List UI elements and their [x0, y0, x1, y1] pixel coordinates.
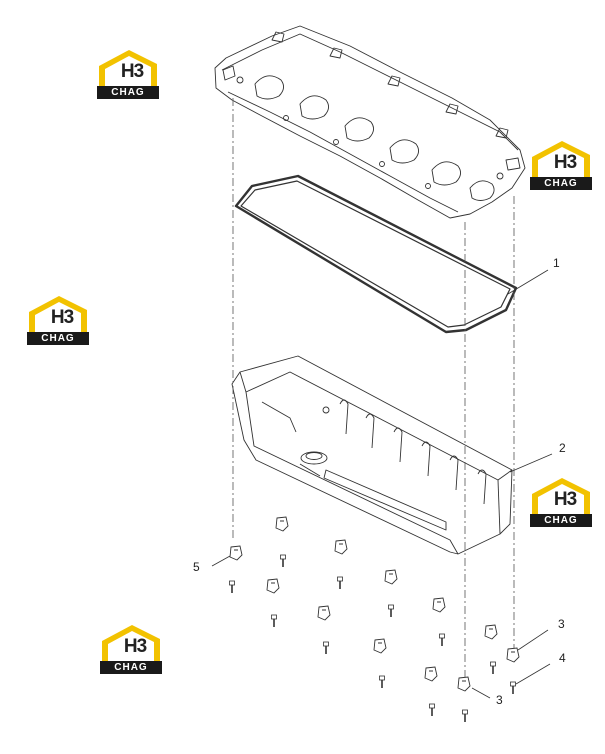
- bolt-head-icon: [229, 580, 235, 586]
- clip-icon: [266, 578, 280, 594]
- cylinder-head: [214, 25, 526, 219]
- logo-mark: H3: [123, 636, 147, 657]
- logo-mark: H3: [553, 489, 577, 510]
- bolt-head-icon: [490, 661, 496, 667]
- clip-icon: [506, 647, 520, 663]
- logo-mark: H3: [50, 307, 74, 328]
- clip-icon: [432, 597, 446, 613]
- bolt-head-icon: [379, 675, 385, 681]
- logo-wordmark: CHAG: [530, 514, 592, 527]
- clip-icon: [484, 624, 498, 640]
- logo-watermark: H3 CHAG: [530, 139, 592, 191]
- clip-icon: [334, 539, 348, 555]
- rocker-cover-gasket: [234, 174, 518, 334]
- bolt-head-icon: [337, 576, 343, 582]
- bolt-head-icon: [439, 633, 445, 639]
- bolt-head-icon: [388, 604, 394, 610]
- bolt-head-icon: [323, 641, 329, 647]
- callout-2: 2: [559, 441, 566, 455]
- callout-1: 1: [553, 256, 560, 270]
- clip-icon: [275, 516, 289, 532]
- clip-icon: [373, 638, 387, 654]
- bolt-head-icon: [510, 681, 516, 687]
- clip-icon: [317, 605, 331, 621]
- bolt-head-icon: [429, 703, 435, 709]
- rocker-cover: [231, 355, 513, 555]
- clip-icon: [229, 545, 243, 561]
- clip-icon: [424, 666, 438, 682]
- logo-watermark: H3 CHAG: [97, 48, 159, 100]
- clip-icon: [457, 676, 471, 692]
- callout-3-upper: 3: [558, 617, 565, 631]
- logo-watermark: H3 CHAG: [27, 294, 89, 346]
- bolt-head-icon: [271, 614, 277, 620]
- logo-wordmark: CHAG: [100, 661, 162, 674]
- logo-watermark: H3 CHAG: [530, 476, 592, 528]
- bolt-head-icon: [280, 554, 286, 560]
- fastener-hardware: [229, 516, 520, 722]
- logo-watermark: H3 CHAG: [100, 623, 162, 675]
- leader-lines: [211, 269, 553, 699]
- clip-icon: [384, 569, 398, 585]
- logo-mark: H3: [553, 152, 577, 173]
- logo-mark: H3: [120, 61, 144, 82]
- logo-wordmark: CHAG: [530, 177, 592, 190]
- callout-4: 4: [559, 651, 566, 665]
- logo-wordmark: CHAG: [27, 332, 89, 345]
- callout-3-lower: 3: [496, 693, 503, 707]
- logo-wordmark: CHAG: [97, 86, 159, 99]
- callout-5: 5: [193, 560, 200, 574]
- alignment-lines: [232, 98, 515, 680]
- bolt-head-icon: [462, 709, 468, 715]
